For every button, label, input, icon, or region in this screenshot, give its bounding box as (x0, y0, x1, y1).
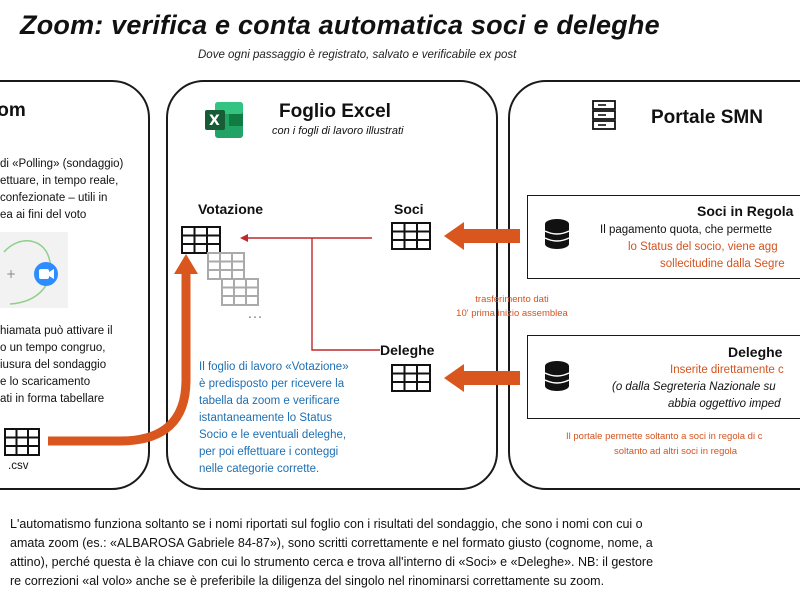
csv-grid-icon (4, 428, 40, 456)
transfer-note: trasferimento dati 10' prima inizio asse… (456, 294, 568, 319)
sheet-grid-icon-1 (207, 252, 245, 280)
sheet-grid-icon-2 (221, 278, 259, 306)
zoom-text-1: di «Polling» (sondaggio) ettuare, in tem… (0, 158, 124, 221)
lookup-connector (240, 234, 380, 351)
excel-icon: X (205, 102, 243, 138)
zoom-illustration: + (0, 232, 68, 308)
soci-in-regola-title: Soci in Regola (697, 203, 794, 219)
zoom-panel-title: Zoom (0, 100, 26, 121)
soci-label: Soci (394, 201, 424, 217)
deleghe-box-title: Deleghe (728, 344, 783, 360)
smn-panel (508, 80, 800, 490)
deleghe-label: Deleghe (380, 342, 435, 358)
bottom-explanation: L'automatismo funziona soltanto se i nom… (10, 517, 654, 588)
soci-grid-icon (391, 222, 431, 250)
zoom-text-2: hiamata può attivare il o un tempo congr… (0, 325, 113, 405)
page-subtitle: Dove ogni passaggio è registrato, salvat… (198, 49, 517, 61)
database-icon-deleghe (544, 361, 570, 391)
excel-panel-subtitle: con i fogli di lavoro illustrati (272, 125, 404, 137)
database-icon-soci (544, 219, 570, 249)
soci-in-regola-text: Il pagamento quota, che permette lo Stat… (600, 224, 785, 270)
page-title: Zoom: verifica e conta automatica soci e… (20, 10, 660, 40)
deleghe-grid-icon (391, 364, 431, 392)
soci-in-regola-box (527, 195, 800, 279)
server-icon (592, 100, 616, 130)
deleghe-box (527, 335, 800, 419)
votazione-label: Votazione (198, 201, 264, 217)
excel-panel-title: Foglio Excel (279, 101, 391, 122)
votazione-description: Il foglio di lavoro «Votazione» è predis… (199, 361, 349, 475)
smn-panel-title: Portale SMN (651, 107, 763, 128)
portal-footer-note: Il portale permette soltanto a soci in r… (566, 431, 763, 457)
svg-text:+: + (6, 267, 16, 281)
csv-label: .csv (8, 460, 29, 472)
deleghe-box-text: Inserite direttamente c (o dalla Segrete… (612, 364, 784, 410)
svg-text:X: X (209, 113, 220, 129)
votazione-grid-icon (181, 226, 221, 254)
more-sheets-ellipsis: … (247, 305, 264, 322)
